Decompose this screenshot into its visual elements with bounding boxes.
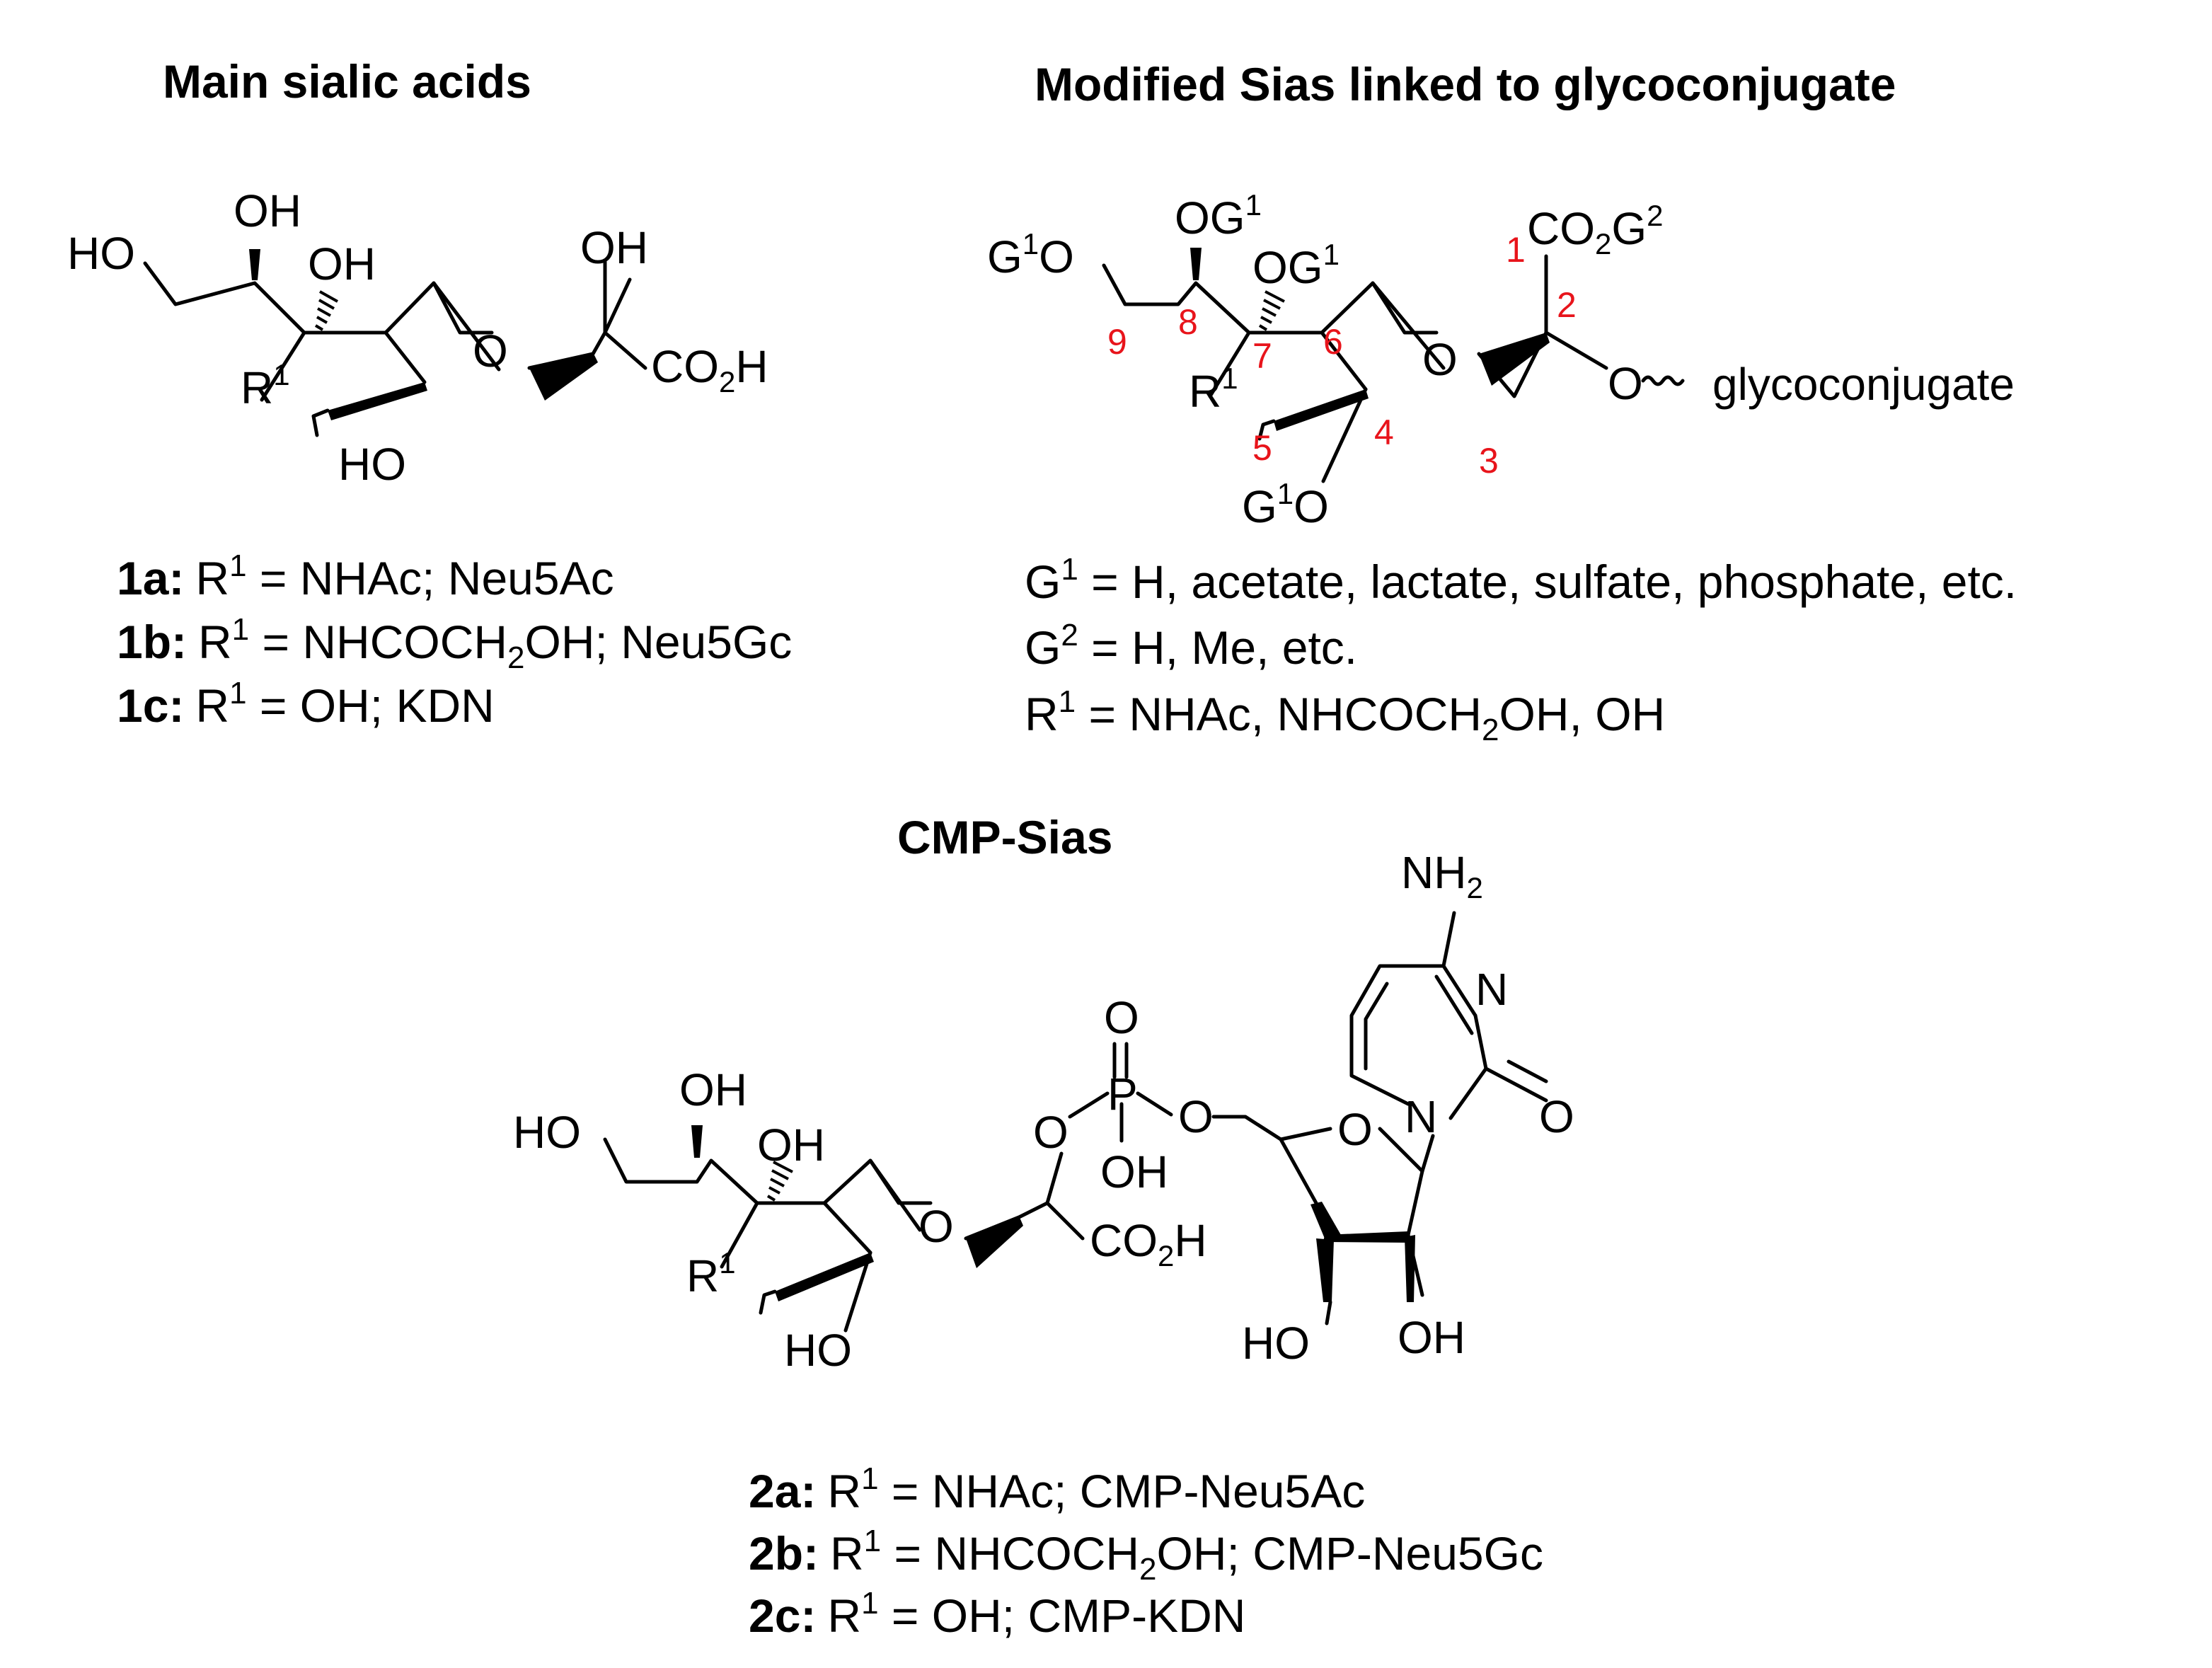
legend-1: 1a:R1 = NHAc; Neu5Ac 1b:R1 = NHCOCH2OH; … [117, 548, 792, 732]
m-glycosidic-oxygen: O [1608, 358, 1643, 409]
ribose-ring-oxygen: O [1337, 1104, 1373, 1155]
m-ring-oxygen: O [1422, 334, 1458, 385]
s1-oh-mid: OH [308, 238, 376, 289]
s2-ho-left: HO [513, 1107, 581, 1158]
legend-2: 2a:R1 = NHAc; CMP-Neu5Ac 2b:R1 = NHCOCH2… [749, 1461, 1543, 1642]
cytosine-carbonyl-oxygen: O [1539, 1091, 1574, 1142]
heading-main-sialic-acids: Main sialic acids [163, 55, 531, 108]
s2-carboxyl: CO2H [1090, 1215, 1207, 1272]
phosphate-oh: OH [1100, 1146, 1168, 1197]
s2-oh-top: OH [679, 1064, 747, 1115]
s2-anomeric-oxygen: O [1033, 1107, 1068, 1158]
carbon-number-1: 1 [1506, 230, 1526, 270]
carbon-number-7: 7 [1252, 336, 1272, 376]
legend-2c: 2c:R1 = OH; CMP-KDN [749, 1586, 1245, 1642]
phosphorus-atom: P [1107, 1069, 1138, 1120]
ribose-oh: OH [1398, 1312, 1465, 1363]
m-og1-left: G1O [987, 227, 1074, 282]
cytosine-n1: N [1405, 1091, 1437, 1142]
m-glycoconjugate-label: glycoconjugate [1712, 359, 2015, 410]
carbon-number-2: 2 [1557, 285, 1577, 325]
legend-1b: 1b:R1 = NHCOCH2OH; Neu5Gc [117, 612, 792, 675]
legend-2a: 2a:R1 = NHAc; CMP-Neu5Ac [749, 1461, 1365, 1517]
s1-ho-bottom: HO [338, 439, 406, 490]
m-og1-top: OG1 [1175, 188, 1262, 243]
cytosine-n3: N [1475, 964, 1508, 1015]
legend-2b: 2b:R1 = NHCOCH2OH; CMP-Neu5Gc [749, 1524, 1543, 1587]
s2-r1: R1 [686, 1246, 736, 1301]
legend-modified: G1 = H, acetate, lactate, sulfate, phosp… [1025, 552, 2017, 747]
s1-r1: R1 [241, 358, 290, 413]
s2-oh-mid: OH [757, 1120, 825, 1171]
cytosine-amine: NH2 [1401, 847, 1483, 904]
structure-2-cmp-sia: OH HO OH O R1 HO CO2H O P O OH O O HO OH… [513, 847, 1574, 1376]
s2-ring-oxygen: O [918, 1201, 954, 1252]
m-og1-bottom: G1O [1242, 477, 1329, 532]
s1-ho-left: HO [67, 228, 135, 279]
m-r1: R1 [1189, 362, 1238, 417]
carbon-number-4: 4 [1374, 413, 1394, 452]
heading-modified-sias: Modified Sias linked to glycoconjugate [1035, 58, 1896, 110]
s1-oh-right: OH [580, 222, 648, 273]
carbon-number-6: 6 [1323, 322, 1343, 362]
legend-g1: G1 = H, acetate, lactate, sulfate, phosp… [1025, 552, 2017, 608]
ribose-ho: HO [1242, 1318, 1310, 1369]
s1-carboxyl: CO2H [651, 341, 768, 398]
phosphoryl-oxygen: O [1104, 992, 1139, 1043]
carbon-number-9: 9 [1107, 322, 1127, 362]
phosphate-ester-oxygen: O [1178, 1091, 1214, 1142]
m-carboxyl-ester: CO2G2 [1527, 199, 1664, 260]
s1-oh-top: OH [234, 185, 301, 236]
structure-1-sialic-acid: OH HO OH OH O R1 HO CO2H [67, 185, 768, 490]
legend-1a: 1a:R1 = NHAc; Neu5Ac [117, 548, 614, 604]
legend-g2: G2 = H, Me, etc. [1025, 618, 1357, 674]
structure-modified-sia: G1O OG1 OG1 CO2G2 O R1 G1O O glycoconjug… [987, 188, 2015, 532]
m-og1-mid: OG1 [1252, 238, 1340, 293]
carbon-number-3: 3 [1479, 441, 1499, 481]
legend-1c: 1c:R1 = OH; KDN [117, 676, 495, 732]
s2-ho-bottom: HO [784, 1325, 852, 1376]
legend-r1: R1 = NHAc, NHCOCH2OH, OH [1025, 684, 1665, 747]
carbon-number-5: 5 [1252, 428, 1272, 468]
carbon-number-8: 8 [1178, 302, 1198, 342]
s1-ring-oxygen: O [473, 326, 508, 376]
heading-cmp-sias: CMP-Sias [897, 811, 1112, 863]
